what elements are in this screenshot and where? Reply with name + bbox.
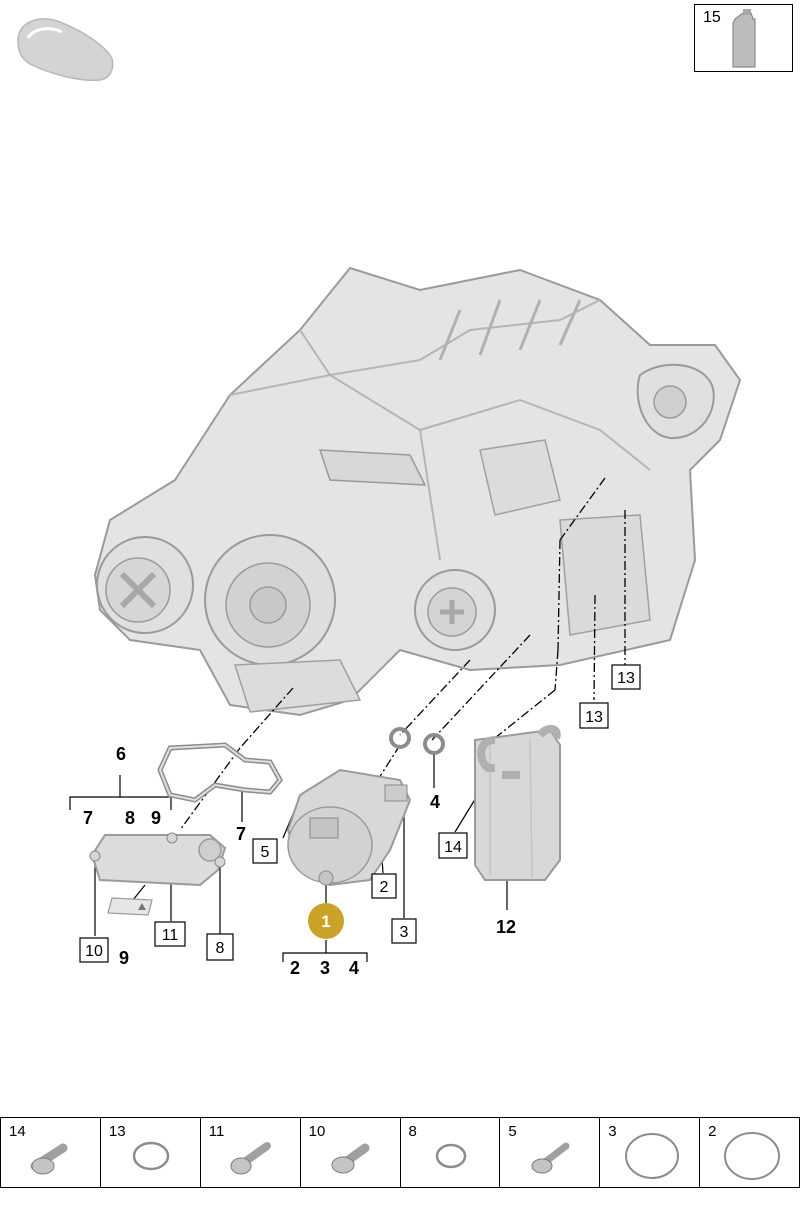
callout-15: 15: [703, 9, 721, 26]
strip-cell-8[interactable]: 8: [401, 1118, 501, 1187]
callout-9-group: 9: [151, 808, 161, 828]
strip-number: 5: [508, 1123, 517, 1140]
o-ring-icon: [435, 1143, 466, 1169]
strip-number: 11: [208, 1123, 225, 1140]
callout-12: 12: [496, 917, 516, 937]
strip-cell-10[interactable]: 10: [301, 1118, 401, 1187]
strip-cell-3[interactable]: 3: [600, 1118, 701, 1187]
transmission-housing[interactable]: [93, 266, 742, 717]
leader-lines: [179, 477, 626, 831]
o-ring[interactable]: [389, 727, 445, 755]
callout-13-upper: 13: [617, 670, 635, 687]
callout-7-gasket: 7: [236, 824, 246, 844]
o-ring-icon: [625, 1133, 680, 1179]
strip-cell-2[interactable]: 2: [700, 1118, 799, 1187]
strip-number: 10: [308, 1123, 326, 1140]
callout-4: 4: [430, 792, 440, 812]
callout-boxes: [79, 664, 641, 963]
callout-9-label: 9: [119, 948, 129, 968]
warning-label[interactable]: [107, 897, 153, 916]
bolt-icon: [230, 1142, 271, 1175]
callout-13-lower: 13: [585, 709, 603, 726]
callout-5: 5: [261, 844, 270, 861]
oil-bottle-icon: [732, 9, 756, 68]
highlight-callout-circle[interactable]: [308, 903, 344, 939]
callout-2: 2: [380, 879, 389, 896]
oil-pump[interactable]: [286, 768, 412, 887]
callout-group-4: 4: [349, 958, 359, 978]
o-ring-icon: [132, 1141, 170, 1171]
callout-3: 3: [400, 924, 409, 941]
callout-8-box: 8: [216, 940, 225, 957]
callout-7-group: 7: [83, 808, 93, 828]
oil-filter-cover[interactable]: [89, 832, 227, 887]
callout-6: 6: [116, 744, 126, 764]
strip-number: 3: [608, 1123, 617, 1140]
strip-cell-13[interactable]: 13: [101, 1118, 201, 1187]
strip-cell-11[interactable]: 11: [201, 1118, 301, 1187]
callout-11: 11: [162, 927, 179, 944]
bolt-icon: [531, 1142, 570, 1174]
fastener-strip: 14 13 11 10 8 5: [0, 1117, 800, 1188]
oil-bottle-box[interactable]: 15: [694, 4, 793, 72]
strip-number: 13: [108, 1123, 126, 1140]
callout-group-2: 2: [290, 958, 300, 978]
strip-number: 14: [9, 1123, 26, 1140]
strip-cell-14[interactable]: 14: [1, 1118, 101, 1187]
strip-number: 8: [408, 1123, 417, 1140]
callout-10: 10: [85, 943, 103, 960]
vehicle-icon: [17, 18, 114, 82]
callout-1: 1: [321, 912, 330, 931]
bolt-icon: [331, 1143, 370, 1174]
gasket[interactable]: [157, 742, 284, 803]
o-ring-icon: [724, 1132, 781, 1180]
bolt-icon: [30, 1143, 68, 1175]
callout-14: 14: [444, 839, 462, 856]
strip-cell-5[interactable]: 5: [500, 1118, 601, 1187]
strip-number: 2: [708, 1123, 717, 1140]
callout-8-group: 8: [125, 808, 135, 828]
callout-group-3: 3: [320, 958, 330, 978]
oil-cooler[interactable]: [474, 724, 561, 881]
